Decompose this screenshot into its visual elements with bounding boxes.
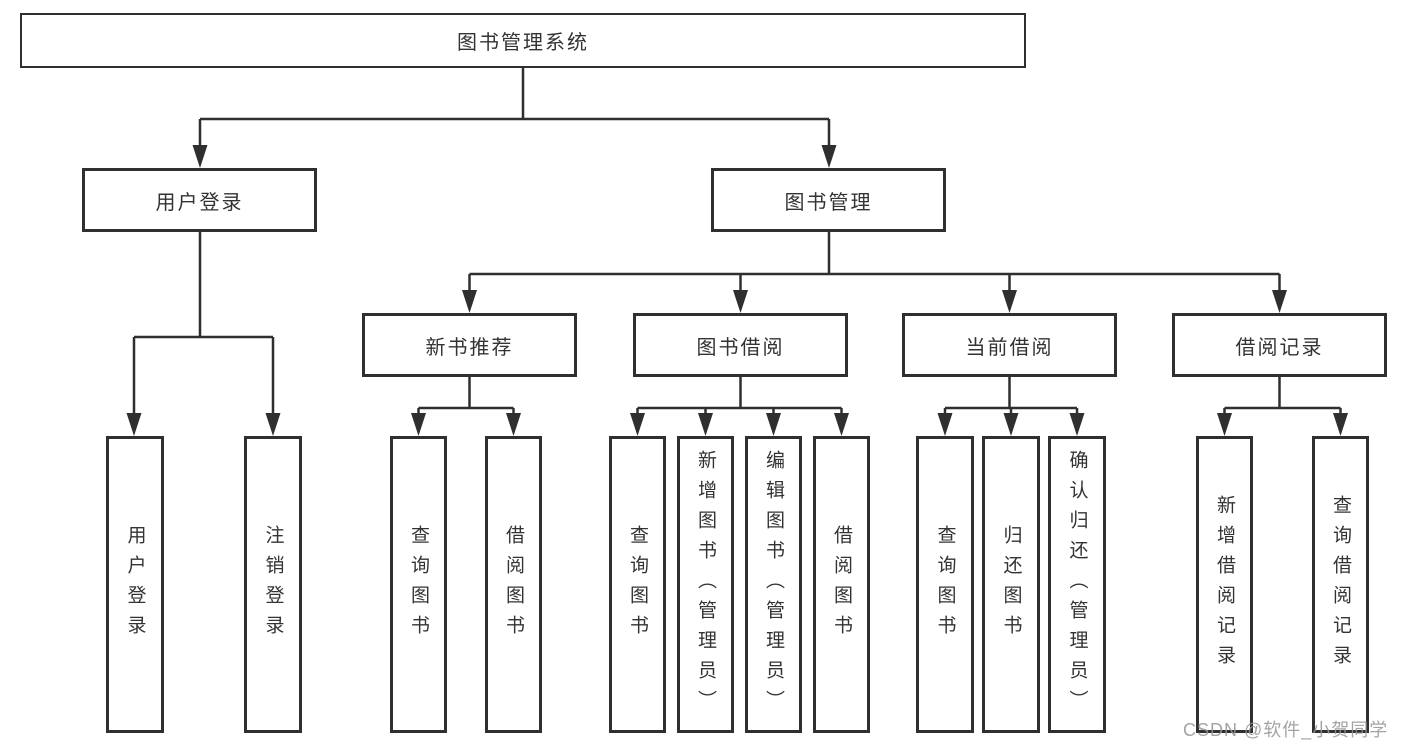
- node-root: 图书管理系统: [20, 13, 1026, 68]
- leaf-query-books-current-label: 查询图书: [934, 524, 956, 645]
- node-book-management: 图书管理: [711, 168, 946, 232]
- leaf-query-books-current: 查询图书: [916, 436, 974, 733]
- leaf-confirm-return-admin: 确认归还（管理员）: [1048, 436, 1106, 733]
- leaf-borrow-books-label: 借阅图书: [831, 524, 852, 645]
- leaf-add-book-admin-label: 新增图书（管理员）: [695, 449, 716, 720]
- connector-book-management-split: [462, 232, 1287, 313]
- node-user-login: 用户登录: [82, 168, 317, 232]
- leaf-logout-label: 注销登录: [262, 524, 284, 645]
- leaf-user-login: 用户登录: [106, 436, 164, 733]
- leaf-borrow-books-recommend: 借阅图书: [485, 436, 542, 733]
- connector-new-book-recommend-split: [411, 377, 521, 436]
- leaf-borrow-books-recommend-label: 借阅图书: [503, 524, 524, 645]
- node-user-login-label: 用户登录: [155, 191, 244, 214]
- node-new-book-recommend-label: 新书推荐: [425, 336, 514, 359]
- connector-current-borrow-split: [937, 377, 1085, 436]
- leaf-add-book-admin: 新增图书（管理员）: [677, 436, 734, 733]
- connector-root-split: [192, 68, 837, 168]
- node-book-management-label: 图书管理: [784, 191, 873, 214]
- leaf-add-borrow-record-label: 新增借阅记录: [1214, 494, 1235, 675]
- leaf-query-books-recommend-label: 查询图书: [408, 524, 429, 645]
- leaf-logout: 注销登录: [244, 436, 302, 733]
- leaf-borrow-books: 借阅图书: [813, 436, 870, 733]
- leaf-query-books-borrow-label: 查询图书: [627, 524, 648, 645]
- leaf-query-books-borrow: 查询图书: [609, 436, 666, 733]
- leaf-edit-book-admin: 编辑图书（管理员）: [745, 436, 802, 733]
- node-current-borrow: 当前借阅: [902, 313, 1117, 377]
- node-book-borrow: 图书借阅: [633, 313, 848, 377]
- leaf-edit-book-admin-label: 编辑图书（管理员）: [763, 449, 784, 720]
- node-new-book-recommend: 新书推荐: [362, 313, 577, 377]
- leaf-add-borrow-record: 新增借阅记录: [1196, 436, 1253, 733]
- leaf-query-borrow-record-label: 查询借阅记录: [1330, 494, 1351, 675]
- csdn-watermark: CSDN @软件_小贺同学: [1183, 720, 1389, 740]
- connector-book-borrow-split: [630, 377, 849, 436]
- connector-user-login-split: [126, 232, 281, 436]
- leaf-return-book-label: 归还图书: [1000, 524, 1022, 645]
- leaf-return-book: 归还图书: [982, 436, 1040, 733]
- node-book-borrow-label: 图书借阅: [696, 336, 785, 359]
- node-borrow-records-label: 借阅记录: [1235, 336, 1324, 359]
- leaf-user-login-label: 用户登录: [124, 524, 146, 645]
- leaf-query-books-recommend: 查询图书: [390, 436, 447, 733]
- node-current-borrow-label: 当前借阅: [965, 336, 1054, 359]
- connector-borrow-records-split: [1217, 377, 1348, 436]
- node-borrow-records: 借阅记录: [1172, 313, 1387, 377]
- leaf-confirm-return-admin-label: 确认归还（管理员）: [1066, 449, 1088, 720]
- node-root-label: 图书管理系统: [457, 32, 589, 54]
- leaf-query-borrow-record: 查询借阅记录: [1312, 436, 1369, 733]
